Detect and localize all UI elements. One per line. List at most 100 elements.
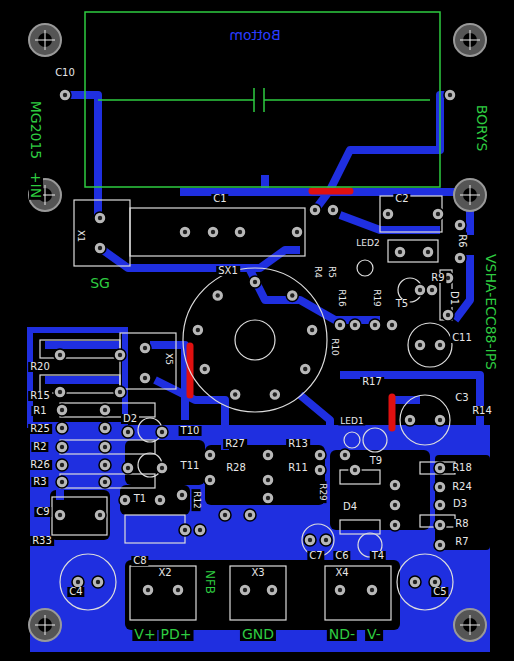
pad — [199, 363, 211, 375]
pad — [154, 494, 166, 506]
pad — [394, 246, 406, 258]
pad — [139, 372, 151, 384]
pad — [249, 276, 261, 288]
part-label: GND — [240, 627, 276, 641]
drill-hole — [118, 353, 122, 357]
part-label: C3 — [453, 393, 470, 403]
drill-hole — [430, 288, 434, 292]
part-label: R16 — [337, 287, 346, 309]
part-label: C1 — [211, 194, 228, 204]
part-label: V+ — [132, 627, 157, 641]
part-label: R33 — [30, 536, 54, 546]
drill-hole — [386, 212, 390, 216]
part-label: R5 — [327, 264, 336, 280]
hole-crosshair — [35, 30, 55, 50]
pad — [179, 226, 191, 238]
pad — [454, 252, 466, 264]
pad — [56, 459, 68, 471]
drill-hole — [176, 588, 180, 592]
part-label: R9 — [429, 273, 446, 283]
pad — [176, 489, 188, 501]
pad — [434, 499, 446, 511]
drill-hole — [103, 463, 107, 467]
drill-hole — [146, 588, 150, 592]
part-label: +IN — [29, 170, 43, 200]
pad — [212, 290, 224, 302]
pad — [434, 519, 446, 531]
pad — [444, 89, 456, 101]
pad — [54, 509, 66, 521]
drill-hole — [60, 408, 64, 412]
drill-hole — [143, 376, 147, 380]
drill-hole — [160, 466, 164, 470]
drill-hole — [324, 538, 328, 542]
drill-hole — [98, 216, 102, 220]
pad — [234, 226, 246, 238]
drill-hole — [310, 328, 314, 332]
capacitor-outline — [85, 12, 440, 187]
pad — [56, 476, 68, 488]
drill-hole — [208, 453, 212, 457]
drill-hole — [160, 430, 164, 434]
drill-hole — [303, 367, 307, 371]
drill-hole — [370, 588, 374, 592]
drill-hole — [393, 523, 397, 527]
part-label: NFB — [204, 568, 216, 596]
mounting-hole — [454, 179, 486, 211]
drill-hole — [180, 493, 184, 497]
drill-hole — [63, 93, 67, 97]
part-label: X1 — [76, 228, 85, 244]
part-label: R19 — [372, 287, 381, 309]
part-label: R4 — [313, 264, 322, 280]
part-label: PD+ — [159, 627, 194, 641]
pad — [269, 389, 281, 401]
part-label: C11 — [450, 333, 474, 343]
part-label: T9 — [368, 456, 384, 466]
drill-hole — [238, 230, 242, 234]
pad — [432, 208, 444, 220]
drill-hole — [393, 503, 397, 507]
drill-hole — [418, 343, 422, 347]
pad — [304, 534, 316, 546]
pad — [122, 426, 134, 438]
pad — [422, 246, 434, 258]
drill-hole — [270, 588, 274, 592]
pad — [286, 290, 298, 302]
drill-hole — [458, 256, 462, 260]
mounting-hole — [29, 609, 61, 641]
drill-hole — [58, 513, 62, 517]
pad — [92, 576, 104, 588]
mounting-hole — [29, 24, 61, 56]
pad — [314, 464, 326, 476]
pad — [119, 494, 131, 506]
drill-hole — [208, 478, 212, 482]
drill-hole — [183, 528, 187, 532]
drill-hole — [118, 390, 122, 394]
part-label: BORYS — [475, 103, 489, 154]
drill-hole — [98, 246, 102, 250]
part-label: D4 — [341, 502, 359, 512]
part-label: R1 — [31, 406, 48, 416]
pad — [94, 509, 106, 521]
drill-hole — [438, 523, 442, 527]
pad — [309, 204, 321, 216]
drill-hole — [96, 580, 100, 584]
hole-crosshair — [460, 185, 480, 205]
drill-hole — [158, 498, 162, 502]
pad — [239, 584, 251, 596]
part-label: R25 — [28, 424, 52, 434]
pad — [320, 534, 332, 546]
part-label: R8 — [453, 519, 470, 529]
drill-hole — [438, 503, 442, 507]
pad — [434, 539, 446, 551]
pad — [366, 584, 378, 596]
pad — [99, 476, 111, 488]
drill-hole — [290, 293, 294, 297]
pad — [179, 524, 191, 536]
pad — [99, 441, 111, 453]
part-label: V- — [365, 627, 383, 641]
part-label: C8 — [131, 556, 148, 566]
part-label: R18 — [450, 463, 474, 473]
drill-hole — [413, 580, 417, 584]
pad — [156, 426, 168, 438]
